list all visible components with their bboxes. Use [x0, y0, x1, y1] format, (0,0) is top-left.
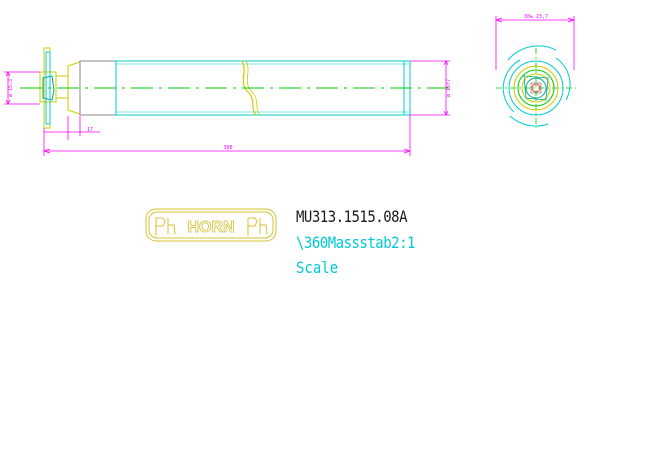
horn-logo	[145, 208, 277, 242]
dim-step: 17	[87, 127, 93, 133]
step-dim	[44, 116, 100, 140]
outer-arc-bottom	[509, 115, 549, 127]
dim-overall-length: 300	[223, 145, 232, 151]
outer-arc-right	[555, 57, 571, 101]
scale-note: \360Massstab2:1	[296, 234, 415, 253]
overall-length-dim	[42, 115, 412, 156]
break-line-2	[245, 60, 261, 116]
outer-arc-top	[507, 45, 557, 61]
left-diameter-dim	[4, 71, 40, 105]
insert-profile	[523, 75, 549, 101]
dim-right-diameter: ø 15f7	[446, 79, 452, 97]
ring-4	[521, 73, 551, 103]
logo-text: HORN	[187, 219, 234, 236]
scale-word: Scale	[296, 259, 339, 278]
right-diameter-dim	[410, 60, 450, 116]
break-line	[241, 60, 257, 116]
side-view	[4, 47, 450, 156]
end-view	[494, 16, 576, 128]
dim-end-view-width: 30± 23,7	[524, 14, 548, 20]
end-view-width-dim	[494, 16, 576, 70]
dim-left-diameter: ø 15,3	[8, 79, 14, 97]
neck	[55, 75, 69, 99]
part-number: MU313.1515.08A	[296, 208, 408, 227]
outer-arc-left	[502, 59, 521, 113]
